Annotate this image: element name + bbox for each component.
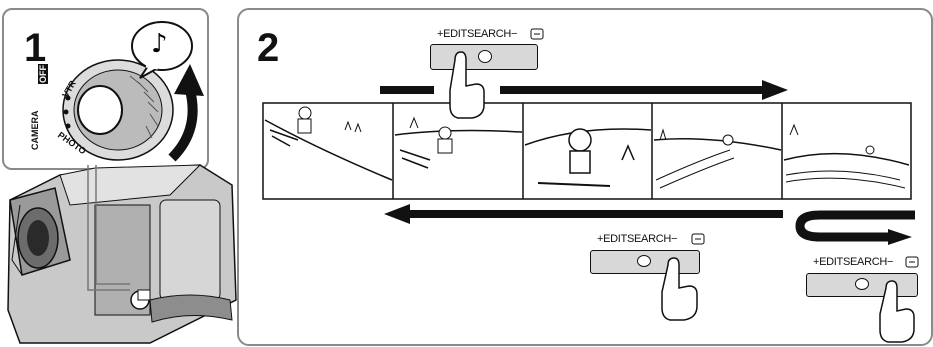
pointing-hand-icon [0,0,933,347]
